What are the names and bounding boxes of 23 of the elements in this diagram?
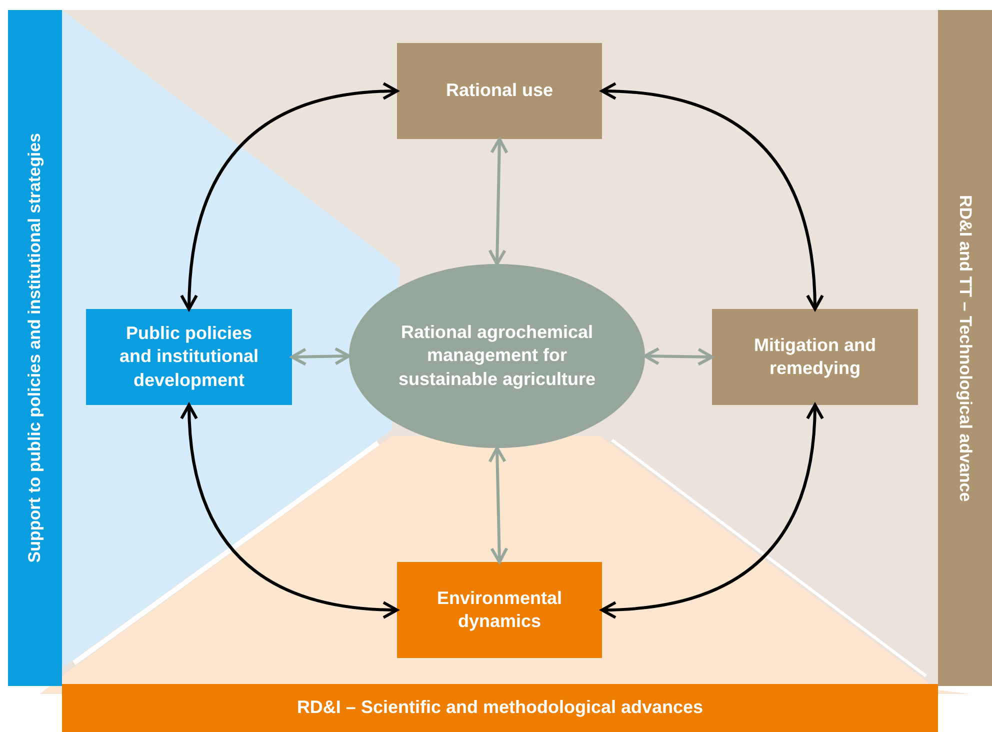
band-label: RD&I and TT – Technological advance [955,194,976,502]
double-arrow [488,446,508,564]
double-arrow [180,404,398,618]
bottom-band [62,684,938,732]
node-label: RD&I – Scientific and methodological advances [296,696,704,720]
node-label: Rational agrochemical management for sustainable agriculture [397,320,597,391]
side-band [938,10,992,686]
node-label: Public policies and institutional development [118,322,260,392]
double-arrow [600,404,824,618]
process-box [712,309,918,405]
side-band [8,10,62,686]
double-arrow [488,138,508,266]
node-label: Rational use [446,79,554,102]
node-label: Mitigation and remedying [753,334,877,380]
process-box [397,562,602,658]
node-label: Environmental dynamics [436,586,564,633]
double-arrow [600,82,824,310]
process-box [86,309,292,405]
double-arrow [644,347,714,366]
double-arrow [290,347,350,366]
process-box [397,43,602,139]
band-label: Support to public policies and institutional strategies [24,133,45,563]
double-arrow [180,82,398,310]
